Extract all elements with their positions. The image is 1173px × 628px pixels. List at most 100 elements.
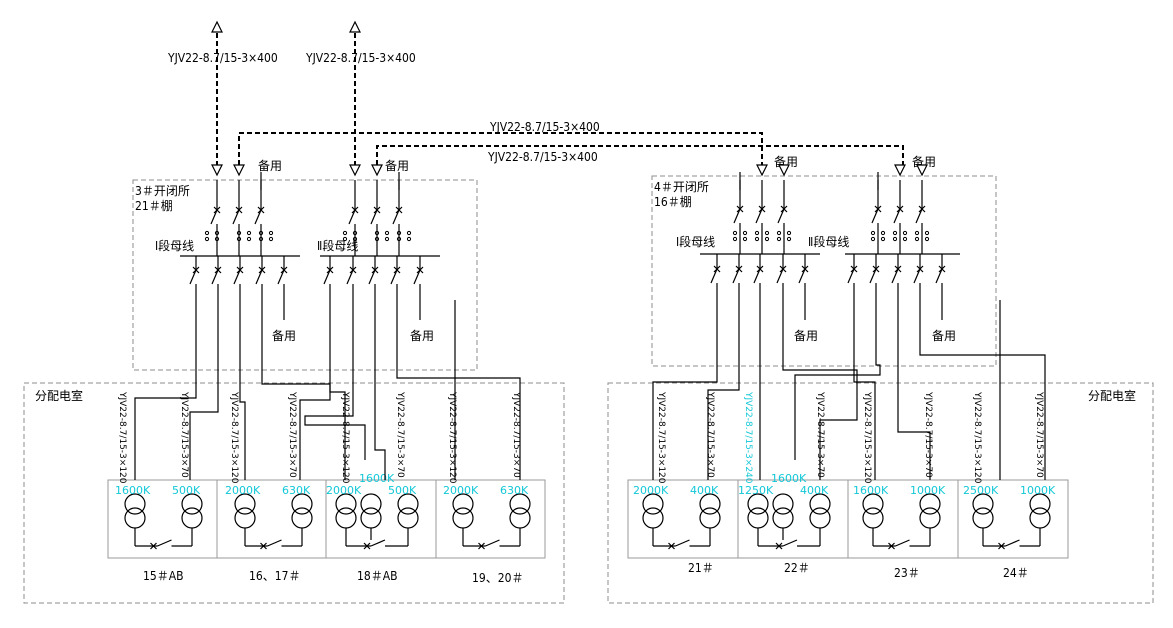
left-in-breaker-2	[254, 180, 265, 256]
left-outgoing-breakers	[189, 256, 424, 320]
left-out-breaker-9	[413, 256, 424, 300]
right_rooms-cell-2-capacity-0: 1600K	[853, 484, 889, 497]
right-out-breaker-5	[847, 254, 858, 300]
left_rooms-cell-0-transformer-1	[181, 493, 203, 540]
left-ct-icon-3	[342, 230, 358, 242]
left-ct-icon-0	[204, 230, 220, 242]
right_rooms-cell-1-capacity-2: 400K	[800, 484, 829, 497]
left-rooms-title: 分配电室	[35, 388, 83, 403]
right-ct-icon-2	[776, 230, 792, 242]
right_rooms-cable-label-5: YJV22-8.7/15-3×70	[923, 391, 933, 478]
right_rooms-cell-3-capacity-1: 1000K	[1020, 484, 1056, 497]
right-in-arrow-icon-1	[756, 164, 768, 177]
right-out-breaker-1	[732, 254, 743, 300]
right-in-breaker-5	[915, 180, 926, 254]
right_rooms-cell-2-capacity-1: 1000K	[910, 484, 946, 497]
left_rooms-cell-2-capacity-0: 2000K	[326, 484, 362, 497]
right_rooms-cable-label-7: YJV22-8.7/15-3×70	[1034, 391, 1044, 478]
left-room-label-4: 19、20＃	[472, 571, 523, 585]
left-spare-bottom-2: 备用	[410, 329, 434, 343]
left_rooms-cell-3-capacity-0: 2000K	[443, 484, 479, 497]
left_rooms-cell-2-capacity-2: 500K	[388, 484, 417, 497]
right-bus-2-label: Ⅱ段母线	[808, 234, 849, 249]
left-spare-bottom-1: 备用	[272, 329, 296, 343]
left-ct-icon-2	[258, 230, 274, 242]
left-station-room: 21＃棚	[135, 198, 173, 213]
left-in-arrow-icon-3	[349, 164, 361, 177]
feeder-1-arrow-icon	[211, 20, 223, 33]
left-out-breaker-0	[189, 256, 200, 300]
right_rooms-cell-3-capacity-0: 2500K	[963, 484, 999, 497]
right-out-breaker-9	[935, 254, 946, 300]
right_rooms-cell-1-transformer-1	[772, 493, 794, 540]
left_rooms-cell-0-capacity-0: 1600K	[115, 484, 151, 497]
left_rooms-cell-1-capacity-1: 630K	[282, 484, 311, 497]
right-ct-icon-5	[914, 230, 930, 242]
right_rooms-cable-label-4: YJV22-8.7/15-3×120	[862, 391, 872, 484]
right_rooms-cell-0-capacity-1: 400K	[690, 484, 719, 497]
right-room-label-4: 24＃	[1003, 566, 1029, 580]
tie-2-cable-label: YJV22-8.7/15-3×400	[487, 150, 598, 164]
left_rooms-cell-2-capacity-1: 1600K	[359, 472, 395, 485]
left_rooms-cable-label-3: YJV22-8.7/15-3×70	[287, 391, 297, 478]
right-room-label-1: 21＃	[688, 561, 714, 575]
left-in-arrow-icon-4	[371, 164, 383, 177]
right-out-breaker-6	[869, 254, 880, 300]
left_rooms-cable-label-1: YJV22-8.7/15-3×70	[179, 391, 189, 478]
right-outgoing-breakers	[710, 254, 946, 320]
left-in-breaker-5	[392, 180, 403, 256]
left-spare-top-label-2: 备用	[385, 159, 409, 173]
left-ct-icon-5	[396, 230, 412, 242]
right-in-breaker-2	[777, 180, 788, 254]
feeder-2-arrow-icon	[349, 20, 361, 33]
right-out-breaker-7	[891, 254, 902, 300]
left-incoming-breakers	[204, 164, 412, 256]
left-room-cables: YJV22-8.7/15-3×120 YJV22-8.7/15-3×70 YJV22…	[117, 391, 521, 484]
left_rooms-cell-0-transformer-0	[124, 493, 146, 540]
left-in-breaker-3	[348, 180, 359, 256]
left-in-breaker-1	[232, 180, 243, 256]
incoming-feeders: YJV22-8.7/15-3×400 YJV22-8.7/15-3×400	[167, 20, 416, 165]
right_rooms-cell-0-capacity-0: 2000K	[633, 484, 669, 497]
left_rooms-cable-label-7: YJV22-8.7/15-3×70	[511, 391, 521, 478]
right-out-breaker-0	[710, 254, 721, 300]
left_rooms-cable-label-0: YJV22-8.7/15-3×120	[117, 391, 127, 484]
right-ct-icon-0	[732, 230, 748, 242]
left-out-breaker-8	[390, 256, 401, 300]
right_rooms-cable-label-1: YJV22-8.7/15-3×70	[705, 391, 715, 478]
left-out-breaker-5	[323, 256, 334, 300]
left-room-label-1: 15＃AB	[143, 569, 184, 583]
left-out-breaker-2	[233, 256, 244, 300]
right-room-cables: YJV22-8.7/15-3×120 YJV22-8.7/15-3×70 YJV22…	[656, 391, 1044, 484]
left_rooms-cell-1-transformer-0	[234, 493, 256, 540]
left-out-breaker-3	[255, 256, 266, 300]
left-out-breaker-7	[368, 256, 379, 300]
left-in-arrow-icon-0	[211, 164, 223, 177]
right_rooms-cell-1-capacity-0: 1250K	[738, 484, 774, 497]
left-in-breaker-0	[210, 180, 221, 256]
cable-routing	[134, 300, 1046, 480]
left_rooms-cable-label-2: YJV22-8.7/15-3×120	[229, 391, 239, 484]
left-bus-1-label: Ⅰ段母线	[155, 238, 194, 253]
right_rooms-cell-1-transformer-0	[747, 493, 769, 540]
right_rooms-cell-1-capacity-1: 1600K	[771, 472, 807, 485]
feeder-1-cable-label: YJV22-8.7/15-3×400	[167, 51, 278, 65]
right-in-breaker-1	[755, 180, 766, 254]
left-ct-icon-1	[236, 230, 252, 242]
right-rooms-title: 分配电室	[1088, 388, 1136, 403]
right-in-arrow-icon-4	[894, 164, 906, 177]
tie-1-cable-label: YJV22-8.7/15-3×400	[489, 120, 600, 134]
left_rooms-cell-1-transformer-1	[291, 493, 313, 540]
left-out-breaker-6	[346, 256, 357, 300]
right_rooms-cell-0-transformer-1	[699, 493, 721, 540]
left-bus-2-label: Ⅱ段母线	[317, 238, 358, 253]
left-room-label-3: 18＃AB	[357, 569, 398, 583]
right_rooms-cell-2-transformer-0	[862, 493, 884, 540]
left_rooms-cell-3-capacity-1: 630K	[500, 484, 529, 497]
left-in-breaker-4	[370, 180, 381, 256]
right-out-breaker-4	[798, 254, 809, 300]
